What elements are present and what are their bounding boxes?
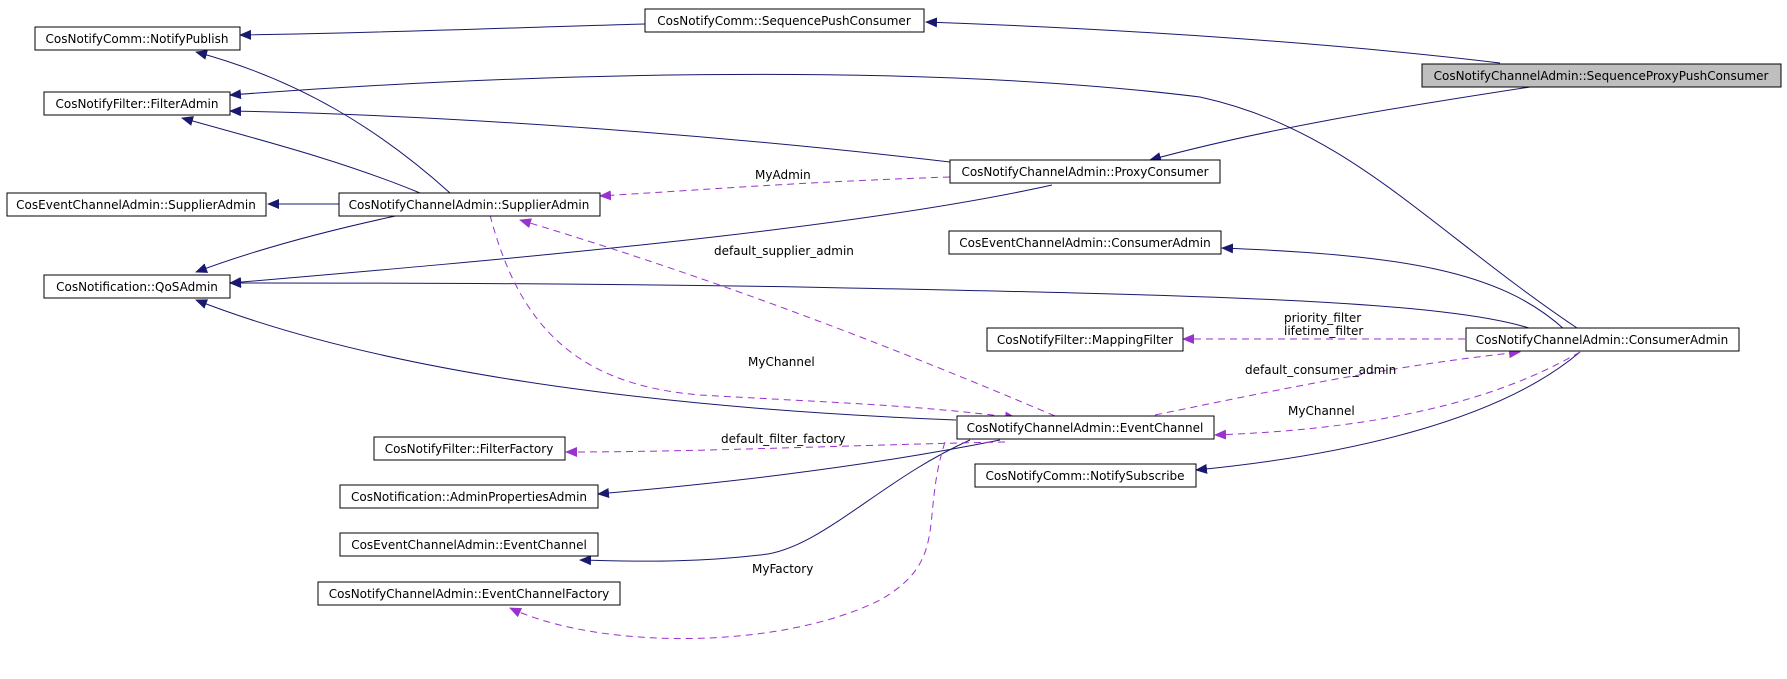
label-default-supplier-admin: default_supplier_admin (714, 244, 854, 258)
svg-text:CosNotifyComm::NotifySubscribe: CosNotifyComm::NotifySubscribe (985, 469, 1184, 483)
node-notify-supplier-admin[interactable]: CosNotifyChannelAdmin::SupplierAdmin (338, 192, 601, 217)
svg-text:CosNotifyChannelAdmin::Sequenc: CosNotifyChannelAdmin::SequenceProxyPush… (1434, 69, 1769, 83)
node-event-channel-factory[interactable]: CosNotifyChannelAdmin::EventChannelFacto… (317, 581, 621, 606)
label-priority-filter: priority_filter (1284, 311, 1361, 325)
node-qos-admin[interactable]: CosNotification::QoSAdmin (43, 274, 231, 299)
usage-edges (489, 176, 1581, 639)
edge-myadmin (599, 176, 951, 201)
node-notify-subscribe[interactable]: CosNotifyComm::NotifySubscribe (974, 463, 1197, 488)
edge-spc-to-seqpush (925, 17, 1501, 64)
edge-proxyconsumer-to-qosadmin (229, 184, 1053, 288)
edge-default-filter-factory (565, 441, 1006, 457)
label-default-consumer-admin: default_consumer_admin (1245, 363, 1396, 377)
svg-text:CosEventChannelAdmin::EventCha: CosEventChannelAdmin::EventChannel (351, 538, 587, 552)
edge-nca-to-qosadmin (229, 278, 1536, 331)
edge-nca-to-eventconsumeradmin (1221, 243, 1566, 331)
node-notify-event-channel[interactable]: CosNotifyChannelAdmin::EventChannel (956, 415, 1215, 440)
edge-default-consumer-admin (1154, 348, 1521, 416)
node-filter-factory[interactable]: CosNotifyFilter::FilterFactory (373, 436, 566, 461)
node-event-supplier-admin[interactable]: CosEventChannelAdmin::SupplierAdmin (6, 192, 267, 217)
inheritance-edges (181, 17, 1581, 566)
svg-text:CosNotification::AdminProperti: CosNotification::AdminPropertiesAdmin (351, 490, 587, 504)
svg-text:CosEventChannelAdmin::Consumer: CosEventChannelAdmin::ConsumerAdmin (959, 236, 1210, 250)
edge-mychannel-right (1214, 351, 1581, 440)
svg-text:CosNotifyComm::SequencePushCon: CosNotifyComm::SequencePushConsumer (657, 14, 911, 28)
edge-myfactory (509, 441, 946, 639)
edge-nec-to-adminproperties (597, 439, 1001, 499)
edge-nca-to-notifysubscribe (1195, 351, 1581, 474)
edge-mychannel-left (489, 214, 1017, 422)
svg-text:CosNotifyChannelAdmin::Consume: CosNotifyChannelAdmin::ConsumerAdmin (1476, 333, 1728, 347)
edge-nsa-to-filteradmin (181, 116, 421, 194)
svg-text:CosNotifyFilter::MappingFilter: CosNotifyFilter::MappingFilter (997, 333, 1173, 347)
label-default-filter-factory: default_filter_factory (721, 432, 845, 446)
svg-text:CosNotifyChannelAdmin::EventCh: CosNotifyChannelAdmin::EventChannelFacto… (329, 587, 610, 601)
node-proxy-consumer[interactable]: CosNotifyChannelAdmin::ProxyConsumer (949, 159, 1221, 184)
svg-text:CosNotifyChannelAdmin::EventCh: CosNotifyChannelAdmin::EventChannel (967, 421, 1204, 435)
node-event-consumer-admin[interactable]: CosEventChannelAdmin::ConsumerAdmin (948, 230, 1222, 255)
svg-text:CosNotifyFilter::FilterAdmin: CosNotifyFilter::FilterAdmin (55, 97, 218, 111)
svg-text:CosNotifyChannelAdmin::ProxyCo: CosNotifyChannelAdmin::ProxyConsumer (961, 165, 1208, 179)
svg-text:CosNotifyComm::NotifyPublish: CosNotifyComm::NotifyPublish (46, 32, 229, 46)
edge-seqpush-to-notifypublish (239, 23, 646, 40)
edge-nsa-to-notifypublish (195, 50, 451, 194)
svg-text:CosNotifyFilter::FilterFactory: CosNotifyFilter::FilterFactory (385, 442, 554, 456)
edge-labels: MyAdmin default_supplier_admin priority_… (714, 168, 1396, 576)
edge-nca-to-filteradmin (229, 73, 1581, 331)
node-event-event-channel[interactable]: CosEventChannelAdmin::EventChannel (339, 532, 599, 557)
node-notify-publish[interactable]: CosNotifyComm::NotifyPublish (34, 26, 241, 51)
node-notify-consumer-admin[interactable]: CosNotifyChannelAdmin::ConsumerAdmin (1465, 327, 1740, 352)
edge-nec-to-eventeventchannel (579, 439, 971, 566)
svg-text:CosNotification::QoSAdmin: CosNotification::QoSAdmin (56, 280, 218, 294)
edge-default-supplier-admin (519, 218, 1056, 417)
edge-nec-to-qosadmin (195, 299, 957, 421)
label-my-admin: MyAdmin (755, 168, 811, 182)
node-filter-admin[interactable]: CosNotifyFilter::FilterAdmin (43, 91, 231, 116)
label-my-channel-left: MyChannel (748, 355, 815, 369)
svg-text:CosEventChannelAdmin::Supplier: CosEventChannelAdmin::SupplierAdmin (16, 198, 256, 212)
label-lifetime-filter: lifetime_filter (1284, 324, 1363, 338)
node-sequence-push-consumer[interactable]: CosNotifyComm::SequencePushConsumer (644, 8, 925, 33)
label-my-factory: MyFactory (752, 562, 813, 576)
edge-nsa-to-qosadmin (195, 214, 401, 273)
edge-proxyconsumer-to-filteradmin (229, 106, 951, 163)
node-mapping-filter[interactable]: CosNotifyFilter::MappingFilter (986, 327, 1184, 352)
node-admin-properties-admin[interactable]: CosNotification::AdminPropertiesAdmin (339, 484, 599, 509)
node-sequence-proxy-push-consumer[interactable]: CosNotifyChannelAdmin::SequenceProxyPush… (1421, 63, 1782, 88)
svg-text:CosNotifyChannelAdmin::Supplie: CosNotifyChannelAdmin::SupplierAdmin (349, 198, 590, 212)
label-my-channel-right: MyChannel (1288, 404, 1355, 418)
edge-spc-to-proxyconsumer (1149, 86, 1531, 162)
nodes: CosNotifyChannelAdmin::SequenceProxyPush… (6, 8, 1782, 606)
